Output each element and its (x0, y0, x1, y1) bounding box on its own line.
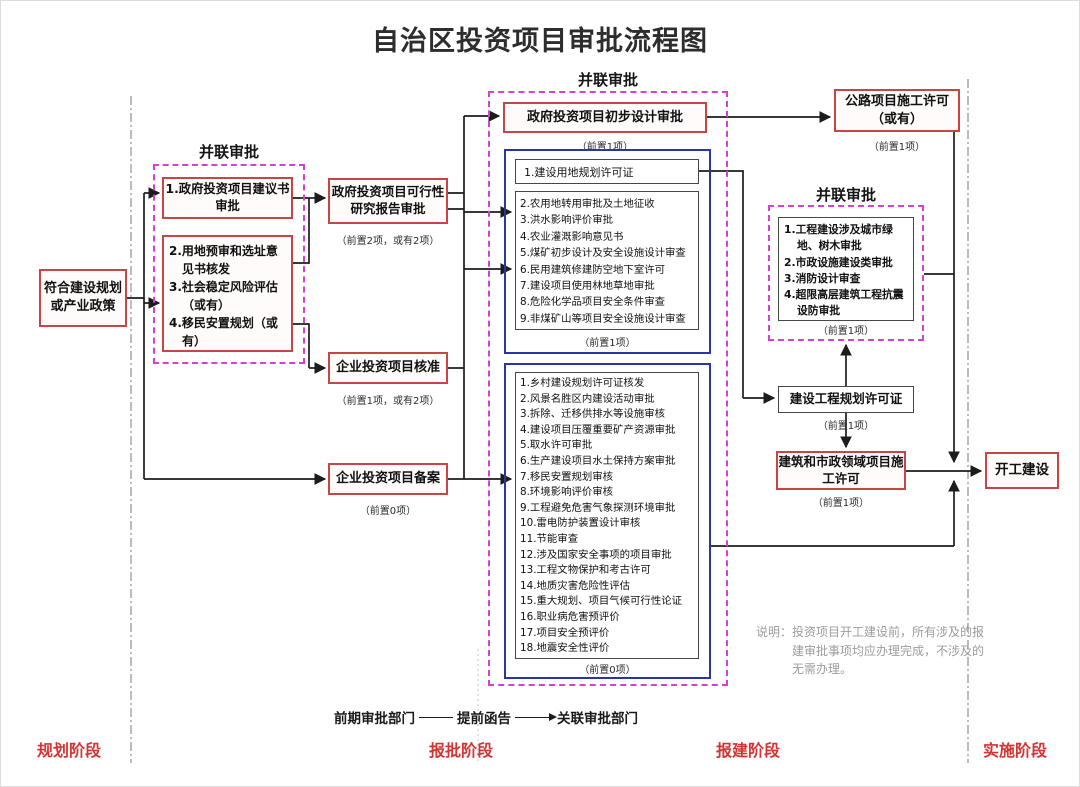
note-group3: （前置1项） (817, 326, 875, 337)
node-enterprise-approval: 企业投资项目核准 (328, 352, 448, 384)
note-highway: （前置1项） (868, 142, 926, 153)
list-item: 11.节能审查 (520, 532, 579, 545)
note-prelim-design: （前置1项） (576, 142, 634, 153)
node-label: 1.政府投资项目建议书审批 (165, 182, 290, 213)
list-item: 3.消防设计审查 (784, 271, 861, 285)
permit-list-1: 2.农用地转用审批及土地征收 3.洪水影响评价审批 4.农业灌溉影响意见书 5.煤矿初… (515, 191, 699, 330)
phase-label-submission: 报批阶段 (428, 741, 493, 760)
node-planning-policy: 符合建设规划或产业政策 (39, 269, 127, 327)
node-construction-permit: 建筑和市政领域项目施工许可 (776, 451, 906, 490)
list-item: 5.取水许可审批 (520, 439, 593, 452)
list-item: 4.农业灌溉影响意见书 (520, 230, 624, 243)
list-item: 5.煤矿初步设计及安全设施设计审查 (520, 247, 686, 260)
list-item: 4.移民安置规划（或有） (169, 316, 278, 348)
node-label: 符合建设规划或产业政策 (43, 281, 122, 314)
node-label: 公路项目施工许可 (844, 93, 949, 109)
parallel-approval-group-2 (488, 91, 728, 686)
list-item: 1.工程建设涉及城市绿地、树木审批 (784, 223, 893, 253)
list-item: 7.建设项目使用林地草地审批 (520, 280, 655, 293)
list-item: 4.超限高层建筑工程抗震设防审批 (784, 288, 904, 318)
node-label: 政府投资项目初步设计审批 (526, 109, 683, 125)
node-sublabel: （或有） (870, 111, 923, 127)
list-item: 6.民用建筑修建防空地下室许可 (520, 263, 665, 276)
list-item: 9.工程避免危害气象探测环境审批 (520, 501, 676, 514)
node-project-planning-permit: 建设工程规划许可证 (778, 386, 914, 413)
node-gov-proposal-approval: 1.政府投资项目建议书审批 (162, 177, 293, 219)
list-item: 10.雷电防护装置设计审核 (520, 517, 641, 530)
note-feasibility: （前置2项，或有2项） (336, 236, 440, 247)
node-start-construction: 开工建设 (985, 452, 1059, 489)
parallel-approval-label-3: 并联审批 (815, 186, 876, 204)
blue-permit-block-1 (504, 149, 711, 354)
phase-label-permitting: 报建阶段 (715, 741, 780, 760)
connector-path (127, 116, 954, 547)
node-highway-permit: 公路项目施工许可 （或有） (834, 89, 960, 132)
node-feasibility-study: 政府投资项目可行性研究报告审批 (328, 178, 448, 224)
node-enterprise-filing: 企业投资项目备案 (328, 463, 448, 495)
note-enterprise-filing: （前置0项） (359, 506, 417, 517)
page-title: 自治区投资项目审批流程图 (372, 26, 708, 57)
legend: 前期审批部门 提前函告 关联审批部门 (334, 707, 638, 727)
node-label: 1.建设用地规划许可证 (524, 165, 634, 179)
legend-pre-dept: 前期审批部门 (334, 711, 415, 727)
node-label: 开工建设 (995, 462, 1049, 479)
legend-line (419, 716, 453, 718)
note-construction-permit: （前置1项） (812, 498, 870, 509)
node-prelim-design-approval: 政府投资项目初步设计审批 (503, 102, 707, 133)
parallel-approval-label-2: 并联审批 (577, 71, 638, 89)
legend-arrow-icon (515, 712, 557, 721)
node-label: 企业投资项目备案 (335, 471, 440, 487)
list-item: 18.地震安全性评价 (520, 642, 610, 655)
list-item: 3.洪水影响评价审批 (520, 214, 614, 227)
note-blue2: （前置0项） (579, 665, 636, 676)
list-item: 8.危险化学品项目安全条件审查 (520, 296, 665, 309)
list-item: 16.职业病危害预评价 (520, 610, 620, 623)
node-land-prereview-group: 2.用地预审和选址意见书核发 3.社会稳定风险评估（或有） 4.移民安置规划（或有） (162, 235, 293, 352)
list-item: 13.工程文物保护和考古许可 (520, 564, 651, 577)
list-item: 1.乡村建设规划许可证核发 (520, 377, 645, 389)
list-item: 6.生产建设项目水土保持方案审批 (520, 454, 676, 467)
parallel-approval-group-1 (153, 164, 305, 364)
node-label: 政府投资项目可行性研究报告审批 (331, 184, 445, 216)
permit-list-2: 1.乡村建设规划许可证核发 2.风景名胜区内建设活动审批 3.拆除、迁移供排水等设施… (515, 372, 699, 659)
list-item: 8.环境影响评价审核 (520, 486, 614, 499)
list-item: 3.社会稳定风险评估（或有） (169, 280, 278, 312)
blue-permit-block-2 (504, 363, 711, 679)
list-item: 17.项目安全预评价 (520, 626, 610, 639)
parallel-approval-label-1: 并联审批 (198, 143, 259, 161)
note-enterprise-approval: （前置1项，或有2项） (336, 396, 440, 407)
list-item: 2.农用地转用审批及土地征收 (520, 198, 655, 210)
parallel-approval-group-3 (768, 205, 924, 341)
list-item: 2.风景名胜区内建设活动审批 (520, 392, 655, 405)
legend-related-dept: 关联审批部门 (557, 711, 638, 727)
permit-list-3: 1.工程建设涉及城市绿地、树木审批 2.市政设施建设类审批 3.消防设计审查 4.超限… (778, 217, 914, 321)
list-item: 3.拆除、迁移供排水等设施审核 (520, 408, 665, 421)
list-item: 2.用地预审和选址意见书核发 (169, 244, 278, 276)
phase-label-planning: 规划阶段 (36, 741, 101, 760)
phase-label-implementation: 实施阶段 (982, 741, 1047, 760)
list-item: 12.涉及国家安全事项的项目审批 (520, 548, 672, 561)
legend-notice: 提前函告 (457, 711, 511, 727)
note-blue1: （前置1项） (579, 338, 636, 349)
list-item: 15.重大规划、项目气候可行性论证 (520, 595, 682, 608)
list-item: 2.市政设施建设类审批 (784, 255, 893, 269)
node-label: 建设工程规划许可证 (789, 391, 903, 407)
node-land-planning-permit: 1.建设用地规划许可证 (515, 159, 699, 184)
node-label: 企业投资项目核准 (335, 360, 440, 376)
remark-note: 说明：投资项目开工建设前，所有涉及的报建审批事项均应办理完成，不涉及的无需办理。 (756, 625, 985, 677)
list-item: 7.移民安置规划审核 (520, 470, 614, 483)
node-label: 建筑和市政领域项目施工许可 (778, 453, 904, 486)
list-item: 9.非煤矿山等项目安全设施设计审查 (520, 312, 686, 325)
list-item: 14.地质灾害危险性评估 (520, 579, 631, 592)
list-item: 4.建设项目压覆重要矿产资源审批 (520, 423, 676, 436)
note-planning-permit: （前置1项） (817, 421, 875, 432)
